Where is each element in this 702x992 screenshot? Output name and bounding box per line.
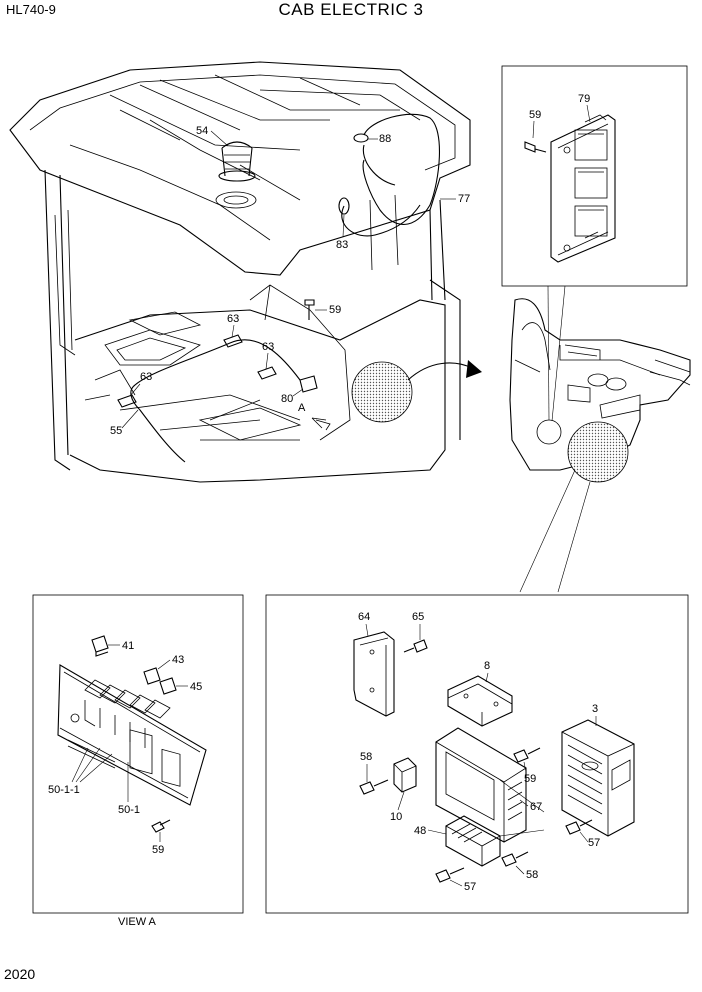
callout-59-controller: 59 bbox=[524, 773, 536, 785]
relay-panel-inset: 59 79 bbox=[501, 65, 688, 287]
view-a-caption: VIEW A bbox=[118, 916, 156, 928]
cab-assembly bbox=[9, 61, 482, 483]
cab-callouts: 54 88 77 83 59 63 63 63 80 55 A bbox=[110, 125, 470, 437]
callout-3: 3 bbox=[592, 703, 598, 715]
callout-45: 45 bbox=[190, 681, 202, 693]
callout-48: 48 bbox=[414, 825, 426, 837]
callout-80: 80 bbox=[281, 393, 293, 405]
callout-50-1-1: 50-1-1 bbox=[48, 784, 80, 796]
callout-58-a: 58 bbox=[360, 751, 372, 763]
callout-79: 79 bbox=[578, 93, 590, 105]
view-a-arrow-label: A bbox=[298, 402, 306, 414]
rear-console bbox=[509, 285, 691, 593]
page-number: 2020 bbox=[4, 966, 36, 982]
model-number: HL740-9 bbox=[6, 2, 56, 17]
callout-64: 64 bbox=[358, 611, 370, 623]
callout-59-panel: 59 bbox=[529, 109, 541, 121]
callout-83: 83 bbox=[336, 239, 348, 251]
callout-55: 55 bbox=[110, 425, 122, 437]
controller-inset: 64 65 8 3 58 59 10 67 48 57 57 58 bbox=[265, 594, 689, 914]
callout-59-view-a: 59 bbox=[152, 844, 164, 856]
view-a-inset: 41 43 45 50-1-1 50-1 59 bbox=[32, 594, 244, 914]
callout-63-b: 63 bbox=[262, 341, 274, 353]
callout-77: 77 bbox=[458, 193, 470, 205]
callout-50-1: 50-1 bbox=[118, 804, 140, 816]
callout-58-b: 58 bbox=[526, 869, 538, 881]
callout-88: 88 bbox=[379, 133, 391, 145]
callout-41: 41 bbox=[122, 640, 134, 652]
callout-10: 10 bbox=[390, 811, 402, 823]
callout-59-cab: 59 bbox=[329, 304, 341, 316]
callout-57-b: 57 bbox=[588, 837, 600, 849]
callout-63-c: 63 bbox=[140, 371, 152, 383]
callout-43: 43 bbox=[172, 654, 184, 666]
callout-63-a: 63 bbox=[227, 313, 239, 325]
callout-57-a: 57 bbox=[464, 881, 476, 893]
page-title: CAB ELECTRIC 3 bbox=[278, 0, 424, 19]
callout-8: 8 bbox=[484, 660, 490, 672]
callout-65: 65 bbox=[412, 611, 424, 623]
callout-54: 54 bbox=[196, 125, 208, 137]
